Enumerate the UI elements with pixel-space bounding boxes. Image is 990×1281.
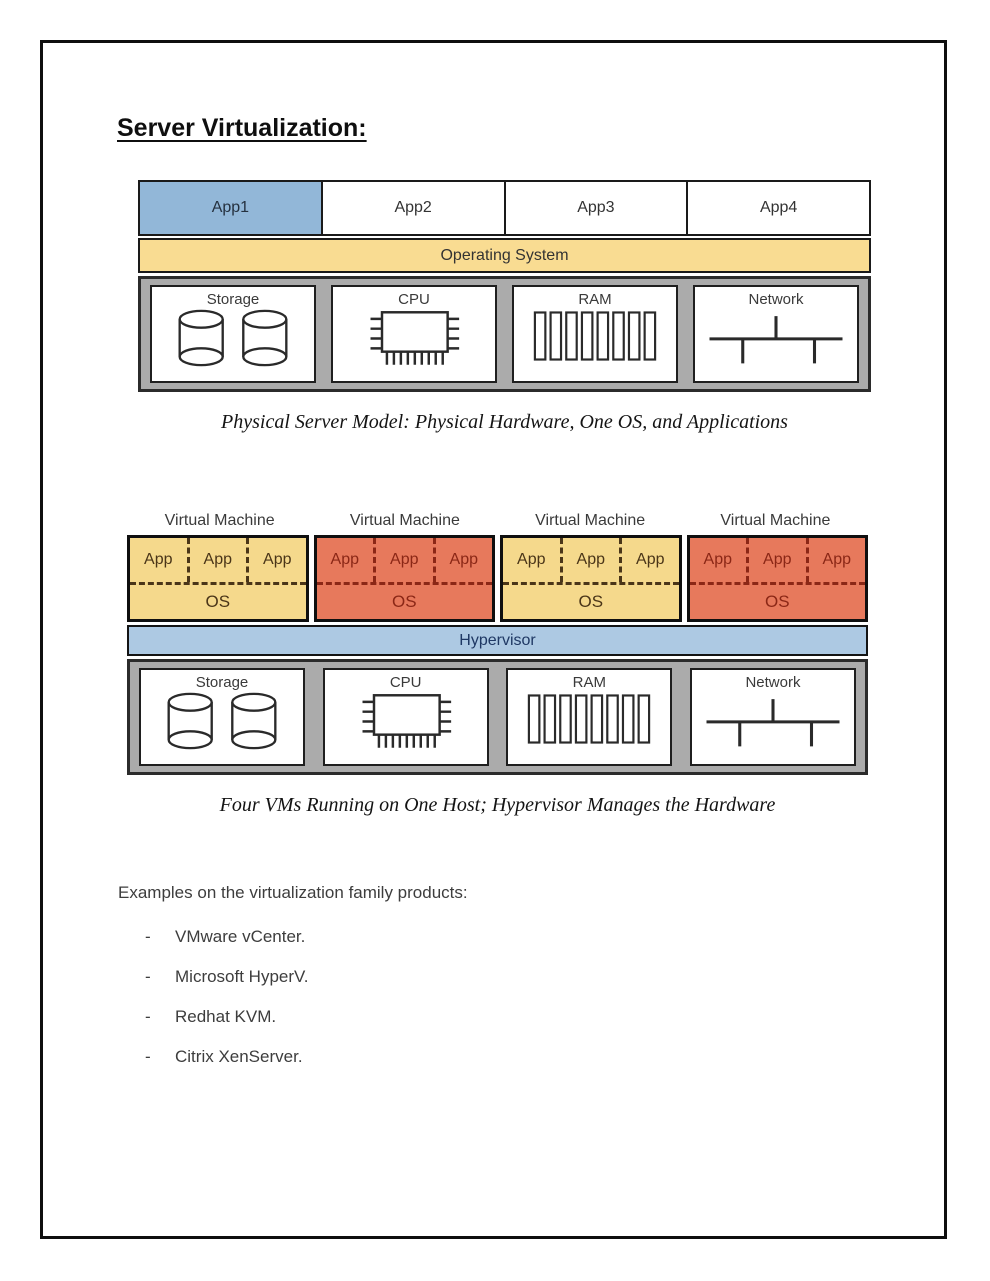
vm3-title: Virtual Machine bbox=[535, 512, 646, 529]
vm4-apps: App App App bbox=[689, 538, 865, 585]
cpu-label: CPU bbox=[398, 291, 430, 308]
app4-box: App4 bbox=[688, 180, 871, 236]
storage-label: Storage bbox=[195, 674, 249, 691]
network-icon bbox=[703, 692, 843, 750]
list-item: - Microsoft HyperV. bbox=[145, 967, 309, 987]
examples-intro: Examples on the virtualization family pr… bbox=[118, 883, 468, 902]
vm-app-cell: App bbox=[449, 551, 478, 568]
bullet-dash: - bbox=[145, 927, 151, 946]
storage-label: Storage bbox=[206, 291, 260, 308]
bullet-dash: - bbox=[145, 967, 151, 986]
bullet-dash: - bbox=[145, 1047, 151, 1066]
app2-box: App2 bbox=[322, 180, 506, 236]
vm3-apps: App App App bbox=[503, 538, 679, 585]
vm1-apps: App App App bbox=[130, 538, 306, 585]
vm3-box: App App App OS bbox=[500, 535, 682, 622]
vm1-os: OS bbox=[205, 592, 231, 611]
storage-box: Storage bbox=[150, 285, 316, 383]
vm-app-cell: App bbox=[503, 538, 563, 582]
vm3-os: OS bbox=[578, 592, 604, 611]
vm-app-cell: App bbox=[263, 551, 292, 568]
vm-app-cell: App bbox=[822, 551, 851, 568]
ram-icon bbox=[525, 692, 653, 746]
app3-box: App3 bbox=[505, 180, 689, 236]
vm-app-cell: App bbox=[749, 538, 809, 582]
virtualization-diagram: Virtual Machine Virtual Machine Virtual … bbox=[127, 512, 868, 775]
network-box: Network bbox=[689, 668, 856, 766]
list-item-text: Citrix XenServer. bbox=[175, 1047, 303, 1066]
vm-app-cell: App bbox=[690, 538, 749, 582]
list-item: - Citrix XenServer. bbox=[145, 1047, 303, 1067]
app-row: App1 App2 App3 App4 bbox=[138, 180, 871, 236]
vm2-apps: App App App bbox=[316, 538, 492, 585]
physical-server-diagram: App1 App2 App3 App4 Operating System Sto… bbox=[138, 180, 871, 392]
vm-app-cell: App bbox=[130, 538, 190, 582]
storage-icon bbox=[164, 692, 280, 750]
vm-app-cell: App bbox=[317, 538, 376, 582]
vm1-title: Virtual Machine bbox=[164, 512, 275, 529]
vm-row: App App App OS App App App OS App App Ap bbox=[127, 535, 868, 622]
vm-titles-row: Virtual Machine Virtual Machine Virtual … bbox=[127, 512, 868, 533]
vm-app-cell: App bbox=[563, 538, 622, 582]
bullet-dash: - bbox=[145, 1007, 151, 1026]
cpu-label: CPU bbox=[389, 674, 422, 691]
hardware-strip: Storage CPU bbox=[127, 659, 868, 775]
list-item-text: VMware vCenter. bbox=[175, 927, 306, 946]
page-title: Server Virtualization: bbox=[117, 114, 367, 142]
list-item: - Redhat KVM. bbox=[145, 1007, 276, 1027]
page-border-frame bbox=[40, 40, 947, 1239]
vm2-title: Virtual Machine bbox=[349, 512, 460, 529]
cpu-icon bbox=[344, 692, 468, 756]
vm2-os: OS bbox=[391, 592, 417, 611]
cpu-icon bbox=[352, 309, 476, 373]
ram-box: RAM bbox=[512, 285, 678, 383]
hardware-strip: Storage CPU bbox=[138, 276, 871, 392]
vm1-box: App App App OS bbox=[127, 535, 309, 622]
storage-icon bbox=[175, 309, 291, 367]
ram-label: RAM bbox=[578, 291, 612, 308]
list-item: - VMware vCenter. bbox=[145, 927, 305, 947]
vm4-box: App App App OS bbox=[686, 535, 868, 622]
app1-box: App1 bbox=[138, 180, 323, 236]
cpu-box: CPU bbox=[322, 668, 489, 766]
list-item-text: Microsoft HyperV. bbox=[175, 967, 309, 986]
ram-box: RAM bbox=[506, 668, 673, 766]
virtualization-diagram-caption: Four VMs Running on One Host; Hypervisor… bbox=[219, 794, 776, 816]
ram-label: RAM bbox=[572, 674, 606, 691]
network-label: Network bbox=[748, 291, 804, 308]
vm-app-cell: App bbox=[376, 538, 436, 582]
vm4-title: Virtual Machine bbox=[720, 512, 831, 529]
network-icon bbox=[706, 309, 846, 367]
ram-icon bbox=[531, 309, 659, 363]
operating-system-bar: Operating System bbox=[138, 238, 871, 273]
storage-box: Storage bbox=[139, 668, 305, 766]
vm-app-cell: App bbox=[190, 538, 249, 582]
hypervisor-bar: Hypervisor bbox=[127, 625, 868, 656]
vm2-box: App App App OS bbox=[313, 535, 495, 622]
vm4-os: OS bbox=[764, 592, 790, 611]
network-box: Network bbox=[693, 285, 859, 383]
network-label: Network bbox=[745, 674, 801, 691]
cpu-box: CPU bbox=[331, 285, 497, 383]
vm-app-cell: App bbox=[636, 551, 665, 568]
list-item-text: Redhat KVM. bbox=[175, 1007, 277, 1026]
physical-diagram-caption: Physical Server Model: Physical Hardware… bbox=[221, 411, 788, 433]
